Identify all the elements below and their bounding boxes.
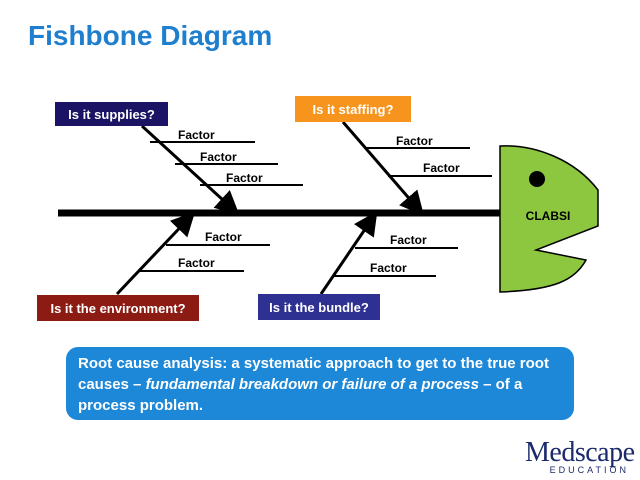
info-text-part1: Root cause analysis: a systematic approa… xyxy=(78,355,549,393)
factor-label: Factor xyxy=(205,230,242,244)
bone-bundle xyxy=(319,211,378,295)
category-staffing: Is it staffing? xyxy=(295,96,411,122)
factor-label: Factor xyxy=(423,161,460,175)
category-bundle: Is it the bundle? xyxy=(258,294,380,320)
bone-environment xyxy=(115,211,196,296)
category-environment: Is it the environment? xyxy=(37,295,199,321)
fish-head xyxy=(499,145,599,293)
logo-sub-text: EDUCATION xyxy=(549,465,629,475)
factor-label: Factor xyxy=(226,171,263,185)
factor-label: Factor xyxy=(390,233,427,247)
factor-label: Factor xyxy=(370,261,407,275)
category-supplies: Is it supplies? xyxy=(55,102,168,126)
fish-eye xyxy=(529,171,545,187)
factor-label: Factor xyxy=(178,128,215,142)
factor-label: Factor xyxy=(396,134,433,148)
info-box: Root cause analysis: a systematic approa… xyxy=(66,347,574,420)
factor-label: Factor xyxy=(178,256,215,270)
bone-supplies xyxy=(140,124,240,216)
page-title: Fishbone Diagram xyxy=(28,20,273,51)
logo-main-text: Medscape xyxy=(525,437,635,468)
head-label: CLABSI xyxy=(526,209,571,223)
info-text-part2: – of a process problem. xyxy=(78,376,523,414)
medscape-logo: Medscape EDUCATION xyxy=(525,437,635,476)
bone-staffing xyxy=(341,121,424,216)
info-text-emphasis: fundamental breakdown or failure of a pr… xyxy=(145,376,479,393)
factor-label: Factor xyxy=(200,150,237,164)
